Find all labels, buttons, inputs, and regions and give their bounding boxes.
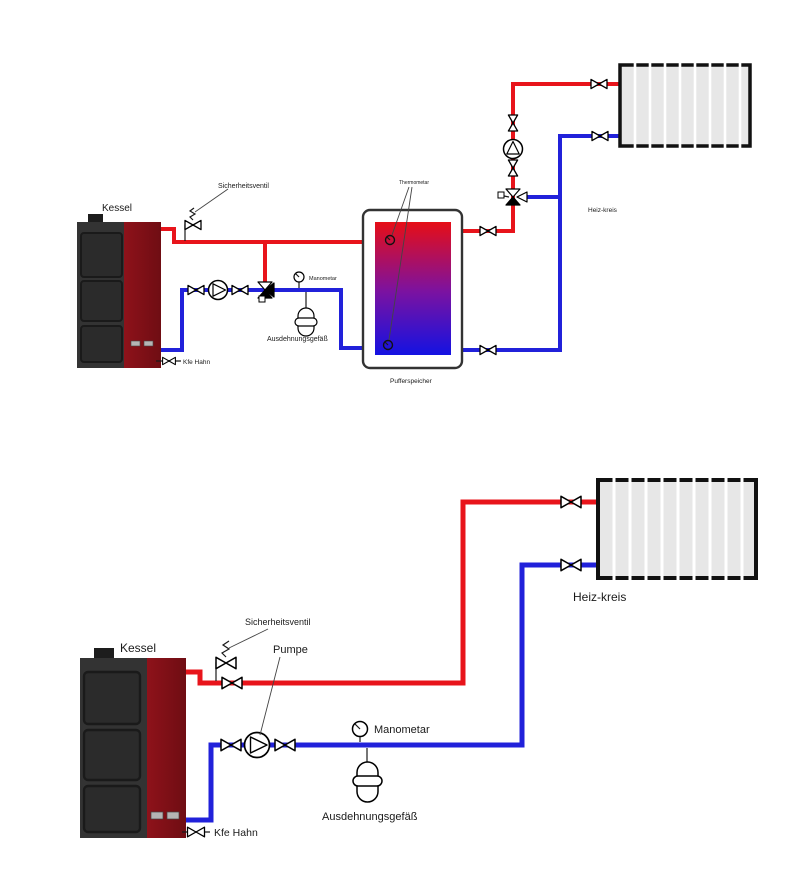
boiler-door xyxy=(82,728,142,782)
valve-icon xyxy=(274,738,296,752)
diagram-top: Kessel Sicherheitsventil Manometar Ausde… xyxy=(77,63,752,385)
pump-icon xyxy=(243,731,271,759)
label-manometar: Manometar xyxy=(374,724,430,736)
valve-icon xyxy=(560,558,582,572)
valve-icon xyxy=(479,344,497,356)
boiler-front-panel xyxy=(147,658,186,838)
expansion-vessel xyxy=(352,748,383,803)
boiler-badge xyxy=(150,811,164,820)
valve-icon xyxy=(507,159,519,177)
label-kfe-hahn: Kfe Hahn xyxy=(214,827,258,839)
circuit-pump-icon xyxy=(502,138,524,160)
valve-icon xyxy=(479,225,497,237)
valve-icon xyxy=(187,284,205,296)
thermometer-icon xyxy=(382,339,394,351)
radiator-fins xyxy=(612,478,744,580)
safety-valve xyxy=(184,188,229,241)
label-ausdehnungsgefaess: Ausdehnungsgefäß xyxy=(267,336,328,343)
label-heiz-kreis: Heiz-kreis xyxy=(573,590,626,604)
safety-valve xyxy=(215,628,269,681)
safety-valve-body-icon xyxy=(215,656,237,670)
label-sicherheitsventil: Sicherheitsventil xyxy=(218,183,269,190)
mixing-valve-icon xyxy=(497,188,528,206)
label-kfe-hahn: Kfe Hahn xyxy=(183,359,210,366)
label-pufferspeicher: Pufferspeicher xyxy=(390,378,433,385)
diagram-bottom: Kessel Sicherheitsventil Pumpe Manometar… xyxy=(80,478,758,839)
boiler xyxy=(77,214,161,368)
supply-pipe-hot xyxy=(150,227,363,244)
boiler-front-panel xyxy=(124,222,161,368)
return-pipe-cold xyxy=(158,288,363,352)
manometer xyxy=(351,720,369,742)
boiler xyxy=(80,648,186,838)
boiler-badge xyxy=(166,811,180,820)
boiler-door xyxy=(82,670,142,726)
safety-valve-body-icon xyxy=(184,219,202,231)
supply-pipe-hot xyxy=(170,499,598,686)
valve-icon xyxy=(221,676,243,690)
label-thermometar: Thermometar xyxy=(399,180,429,186)
valve-icon xyxy=(590,78,608,90)
label-sicherheitsventil: Sicherheitsventil xyxy=(245,617,311,627)
valve-icon xyxy=(231,284,249,296)
expansion-vessel xyxy=(294,292,318,337)
label-manometar: Manometar xyxy=(309,276,337,282)
boiler-door xyxy=(80,232,123,278)
manometer xyxy=(293,271,305,288)
radiator xyxy=(618,63,752,148)
drain-valve xyxy=(156,356,181,366)
label-kessel: Kessel xyxy=(120,641,156,655)
circuit-return-cold xyxy=(461,134,620,352)
drain-valve-icon xyxy=(162,356,176,366)
valve-icon xyxy=(560,495,582,509)
valve-icon xyxy=(507,114,519,132)
label-kessel: Kessel xyxy=(102,203,132,214)
radiator-fins xyxy=(633,63,742,148)
label-heiz-kreis: Heiz-kreis xyxy=(588,207,618,214)
radiator xyxy=(596,478,758,580)
valve-icon xyxy=(591,130,609,142)
boiler-badge xyxy=(130,340,141,347)
thermometer-icon xyxy=(384,234,396,246)
buffer-tank xyxy=(361,186,464,370)
boiler-chimney xyxy=(88,214,103,223)
boiler-door xyxy=(80,325,123,363)
boiler-badge xyxy=(143,340,154,347)
boiler-door xyxy=(82,784,142,834)
pump-icon xyxy=(207,279,229,301)
boiler-chimney xyxy=(94,648,114,659)
return-pipe-cold xyxy=(182,562,598,823)
label-pumpe: Pumpe xyxy=(273,644,308,656)
valve-icon xyxy=(220,738,242,752)
boiler-door xyxy=(80,280,123,322)
drain-valve xyxy=(182,826,210,838)
drain-valve-icon xyxy=(186,826,206,838)
mixing-valve-icon xyxy=(257,281,275,303)
label-ausdehnungsgefaess: Ausdehnungsgefäß xyxy=(322,811,418,823)
